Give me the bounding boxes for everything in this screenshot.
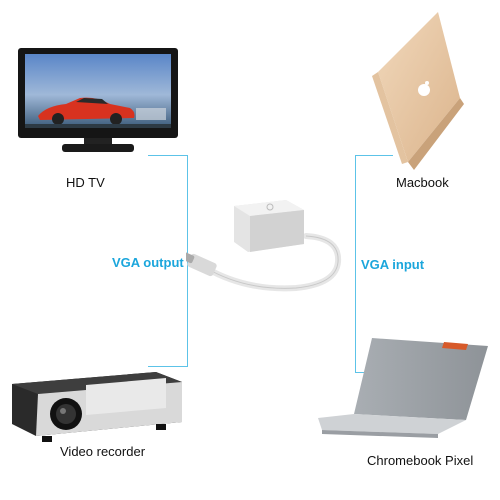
video-recorder-image [12,372,182,442]
macbook-image [372,12,464,170]
video-recorder-label: Video recorder [60,444,146,459]
macbook-label: Macbook [396,175,449,190]
chromebook-pixel-image [318,338,488,438]
usb-c-to-vga-adapter-image [186,200,342,292]
hd-tv-image [18,48,178,152]
chromebook-pixel-label: Chromebook Pixel [367,453,474,468]
hd-tv-label: HD TV [66,175,105,190]
vga-output-label: VGA output [110,255,186,270]
vga-input-label: VGA input [359,257,427,272]
